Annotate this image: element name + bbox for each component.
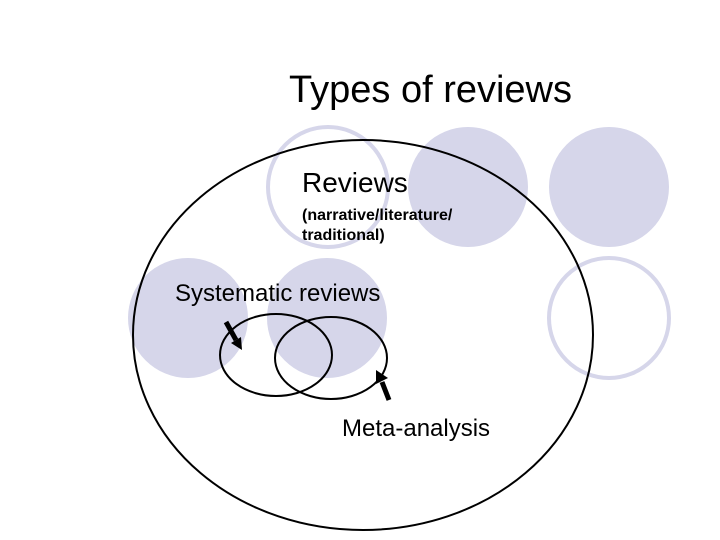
decorative-circles	[128, 125, 671, 380]
arrow-head	[231, 337, 242, 350]
decor-circle-filled-middle-left	[128, 258, 248, 378]
arrow-head	[376, 370, 388, 384]
arrow-shaft	[223, 320, 239, 342]
systematic-reviews-ellipse	[219, 313, 333, 397]
reviews-ellipse	[132, 139, 594, 531]
reviews-sublabel-line2: traditional)	[302, 227, 385, 244]
decor-circle-filled-top-middle	[408, 127, 528, 247]
reviews-label: Reviews	[302, 167, 408, 198]
meta-analysis-ellipse	[274, 316, 388, 400]
arrow-to-meta-ellipse	[376, 370, 392, 401]
decor-circle-outline-right	[547, 256, 671, 380]
decor-circle-outline-top	[266, 125, 390, 249]
arrow-shaft	[379, 381, 392, 401]
meta-analysis-label: Meta-analysis	[342, 415, 490, 442]
arrow-to-systematic-ellipse	[223, 320, 242, 350]
reviews-sublabel-line1: (narrative/literature/	[302, 207, 453, 224]
decor-circle-filled-top-right	[549, 127, 669, 247]
systematic-reviews-label: Systematic reviews	[175, 280, 380, 307]
slide-title: Types of reviews	[289, 69, 572, 111]
